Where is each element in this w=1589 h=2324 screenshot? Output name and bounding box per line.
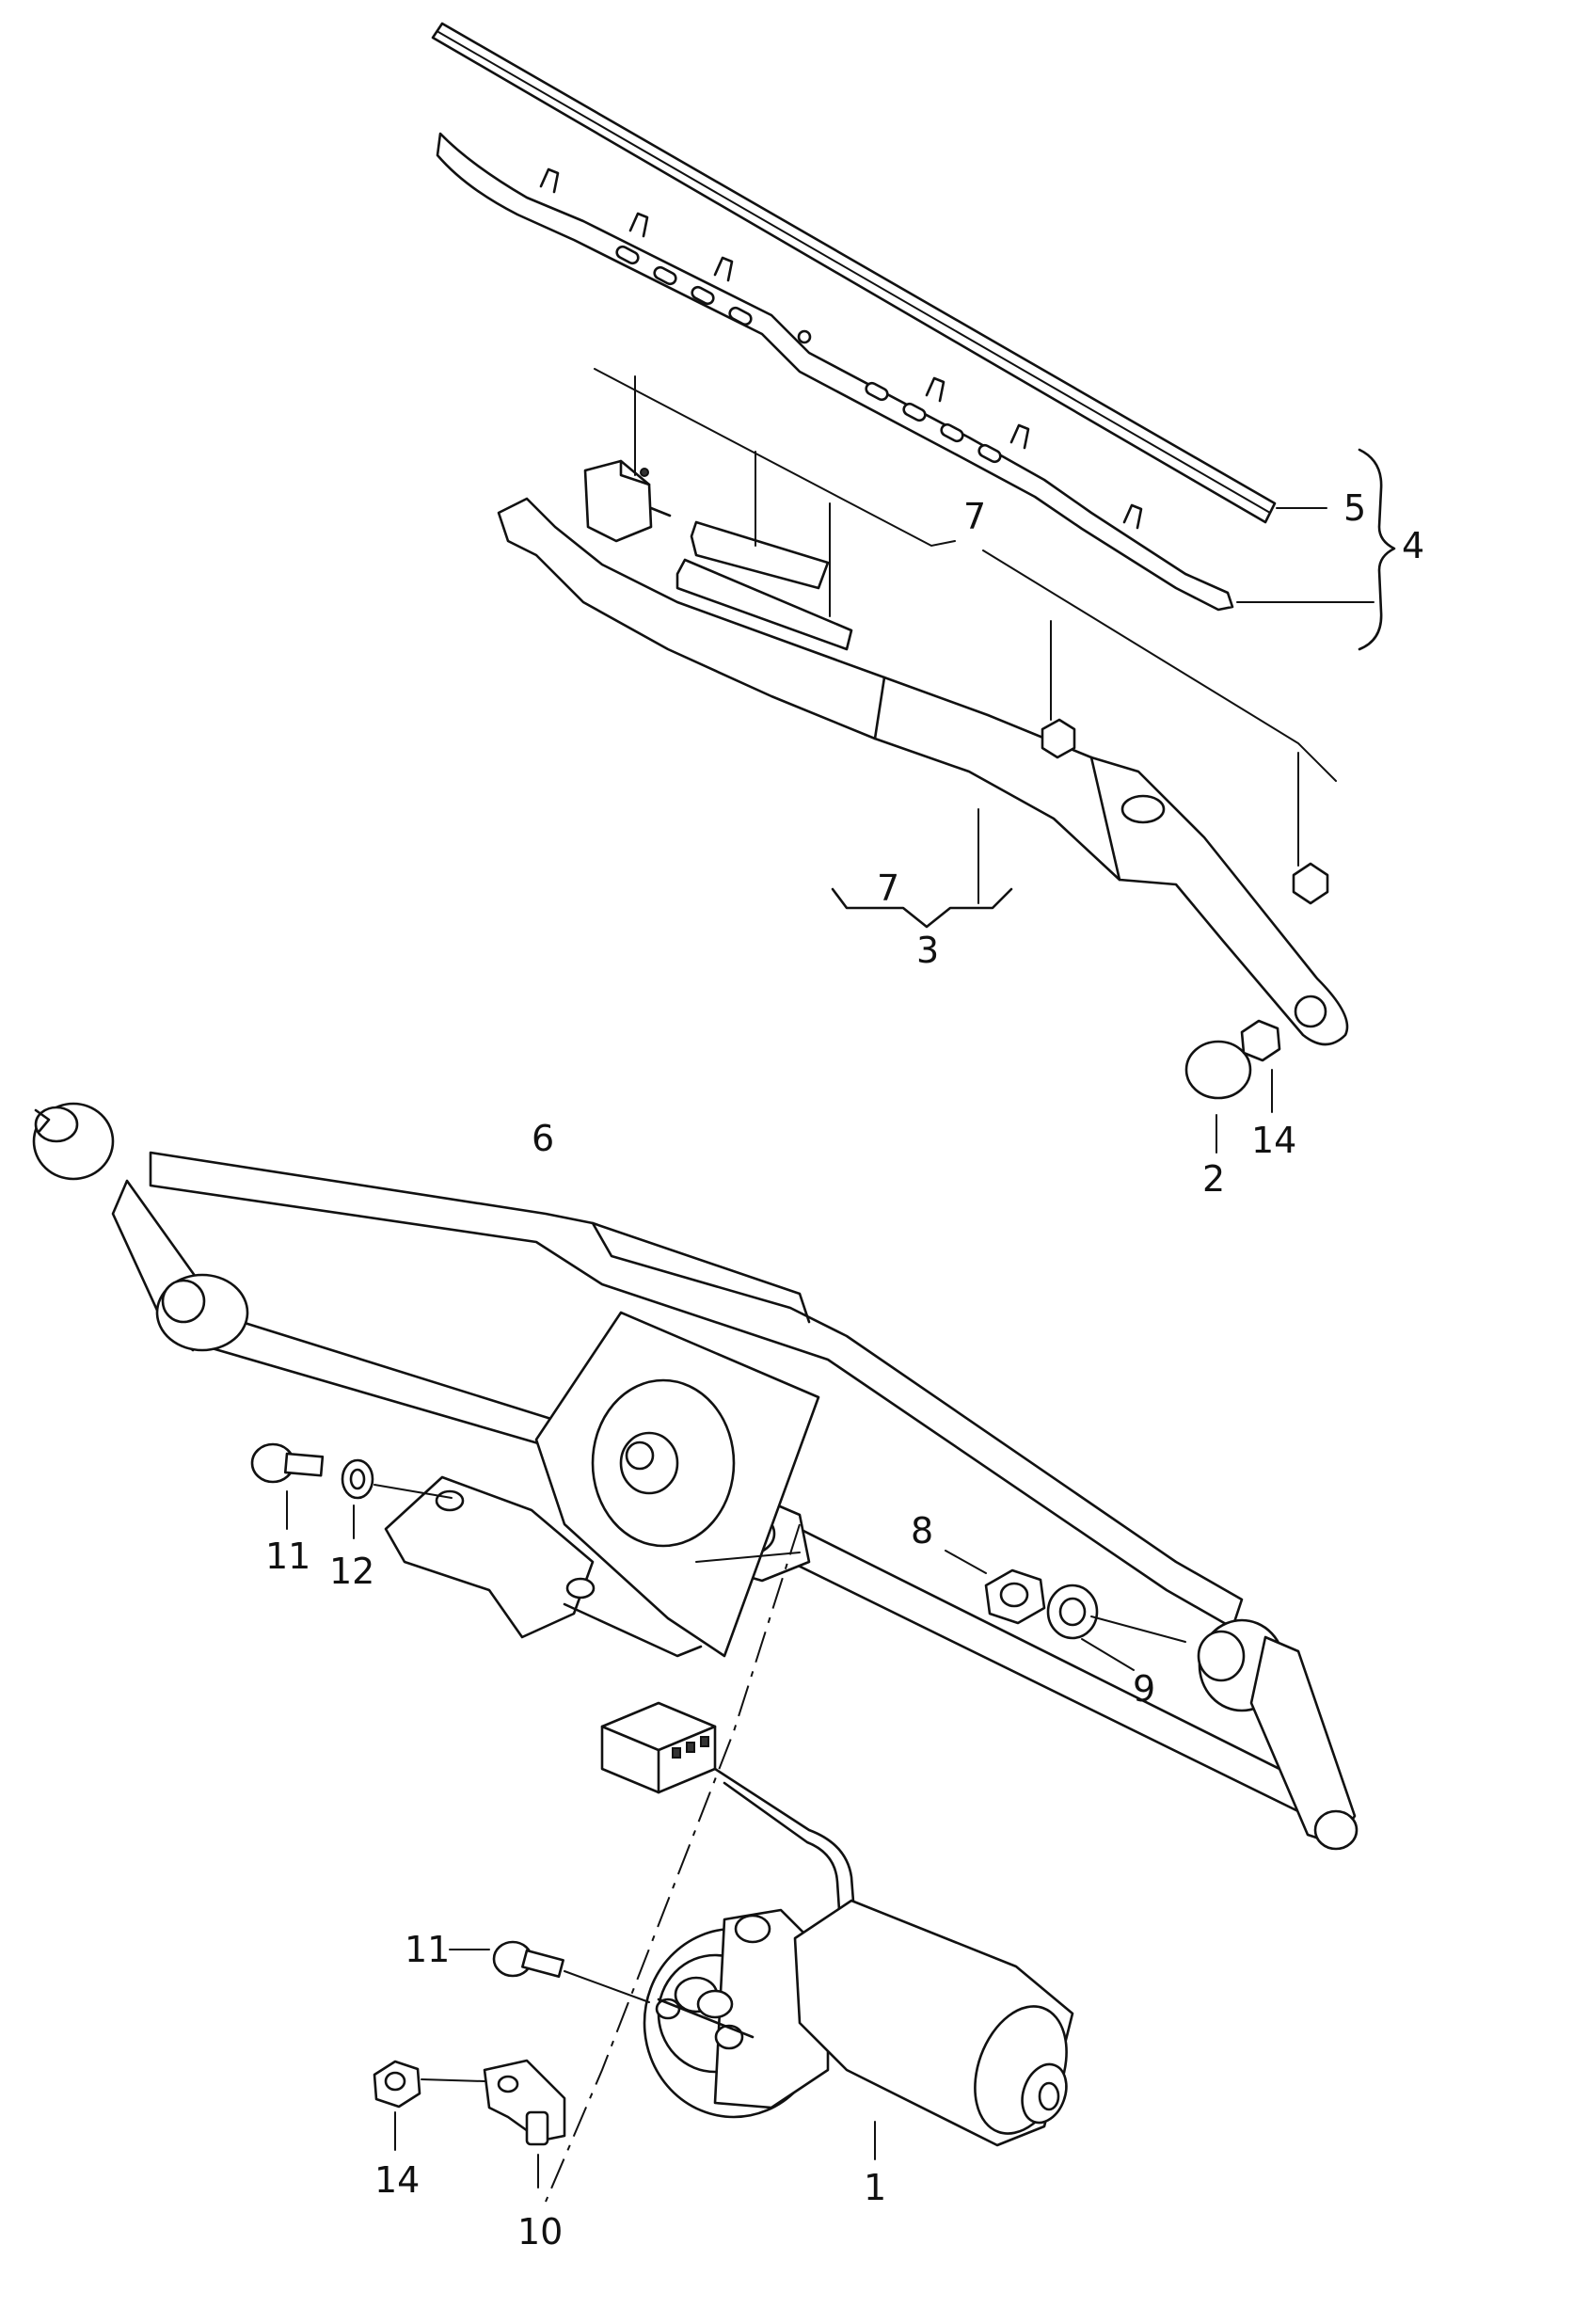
arm-cap-nut [1041,718,1076,759]
callout-12: 12 [329,1551,374,1592]
linkage-tube-upper [149,1151,1244,1630]
callout-10: 10 [517,2211,563,2252]
wiper-motor [600,1701,1074,2147]
callout-5: 5 [1343,487,1366,529]
callout-11-upper: 11 [265,1536,310,1577]
bolt-lower [492,1940,564,1979]
callout-7-top: 7 [963,496,986,537]
callout-1: 1 [864,2167,886,2208]
callout-6: 6 [532,1118,554,1159]
callout-8: 8 [911,1510,933,1552]
wiper-blade-frame [436,132,1234,612]
assembly-axis-line [545,1523,801,2203]
wiper-blade-assembly [431,22,1277,612]
arm-spoiler-strip [690,520,830,590]
callout-11-lower: 11 [405,1929,450,1970]
callout-14-lower: 14 [374,2159,420,2201]
bolt-upper [250,1442,325,1484]
arm-nut [1240,1019,1281,1062]
callout-4: 4 [1402,525,1424,566]
linkage-bracket [384,1475,595,1639]
arm-cover-cap [1184,1040,1252,1100]
wiper-arm-assembly [497,459,1349,1046]
callout-9: 9 [1133,1668,1155,1710]
callout-3: 3 [916,930,939,971]
wiper-linkage [32,1102,1359,1851]
callout-7-arm: 7 [877,868,899,909]
wiper-arm [497,497,1349,1046]
brace-3 [831,887,1013,929]
arm-cover-strip [675,558,853,651]
callout-14-arm: 14 [1251,1120,1296,1161]
brace-4 [1358,448,1396,651]
callout-2: 2 [1202,1158,1225,1200]
blade-slots [615,245,1002,464]
motor-bracket [483,2059,566,2142]
